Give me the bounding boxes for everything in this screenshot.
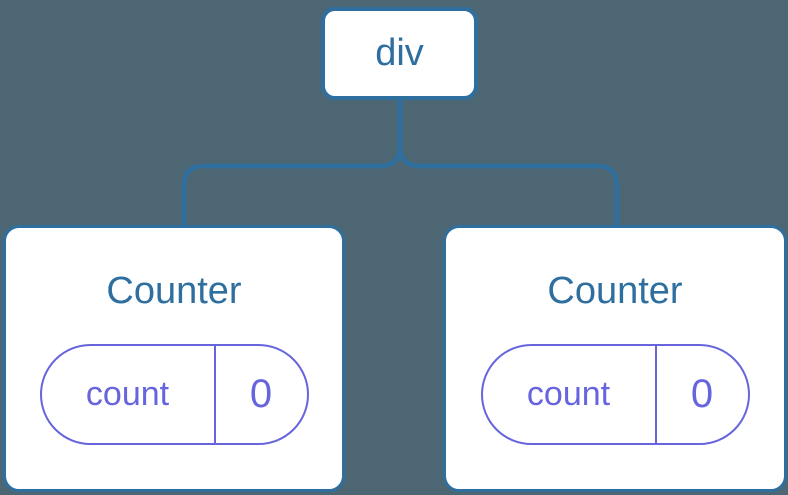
connector-right-branch xyxy=(397,100,620,225)
state-value: 0 xyxy=(249,371,273,416)
counter-node-right: Counter count 0 xyxy=(443,225,787,492)
component-title: Counter xyxy=(547,270,683,312)
component-title: Counter xyxy=(106,270,242,312)
root-node-div: div xyxy=(321,7,478,100)
state-key: count xyxy=(483,345,657,443)
root-node-label: div xyxy=(375,32,424,74)
state-pill: count 0 xyxy=(39,343,309,445)
state-pill: count 0 xyxy=(480,343,750,445)
counter-node-left: Counter count 0 xyxy=(3,225,345,492)
state-key: count xyxy=(42,345,216,443)
state-value: 0 xyxy=(690,371,714,416)
connector-left-branch xyxy=(181,100,403,225)
